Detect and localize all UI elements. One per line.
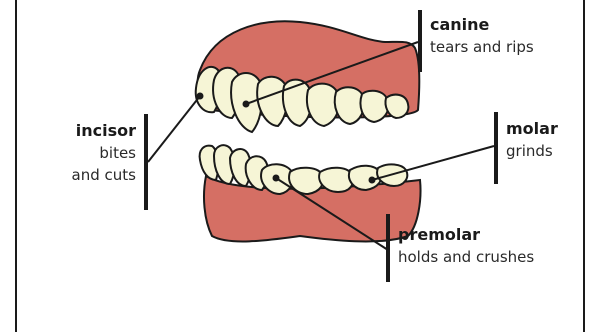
canine-name: canine bbox=[430, 14, 534, 36]
molar-description: grinds bbox=[506, 140, 558, 162]
canine-label: canine tears and rips bbox=[430, 14, 534, 58]
premolar-description: holds and crushes bbox=[398, 246, 534, 268]
incisor-label-bar bbox=[144, 114, 148, 210]
molar-label-bar bbox=[494, 112, 498, 184]
molar-pointer-dot bbox=[370, 178, 375, 183]
upper-molar-4 bbox=[385, 95, 408, 118]
premolar-pointer-dot bbox=[274, 176, 279, 181]
incisor-label: incisor bites and cuts bbox=[40, 120, 136, 186]
canine-description: tears and rips bbox=[430, 36, 534, 58]
premolar-label-bar bbox=[386, 214, 390, 282]
molar-label: molar grinds bbox=[506, 118, 558, 162]
upper-molar-3 bbox=[361, 91, 389, 122]
premolar-label: premolar holds and crushes bbox=[398, 224, 534, 268]
incisor-pointer-line bbox=[148, 96, 200, 162]
incisor-description-line2: and cuts bbox=[40, 164, 136, 186]
canine-pointer-dot bbox=[244, 102, 249, 107]
canine-label-bar bbox=[418, 10, 422, 72]
premolar-name: premolar bbox=[398, 224, 534, 246]
incisor-description-line1: bites bbox=[40, 142, 136, 164]
molar-pointer-line bbox=[372, 146, 494, 180]
incisor-pointer-dot bbox=[198, 94, 203, 99]
molar-name: molar bbox=[506, 118, 558, 140]
incisor-name: incisor bbox=[40, 120, 136, 142]
